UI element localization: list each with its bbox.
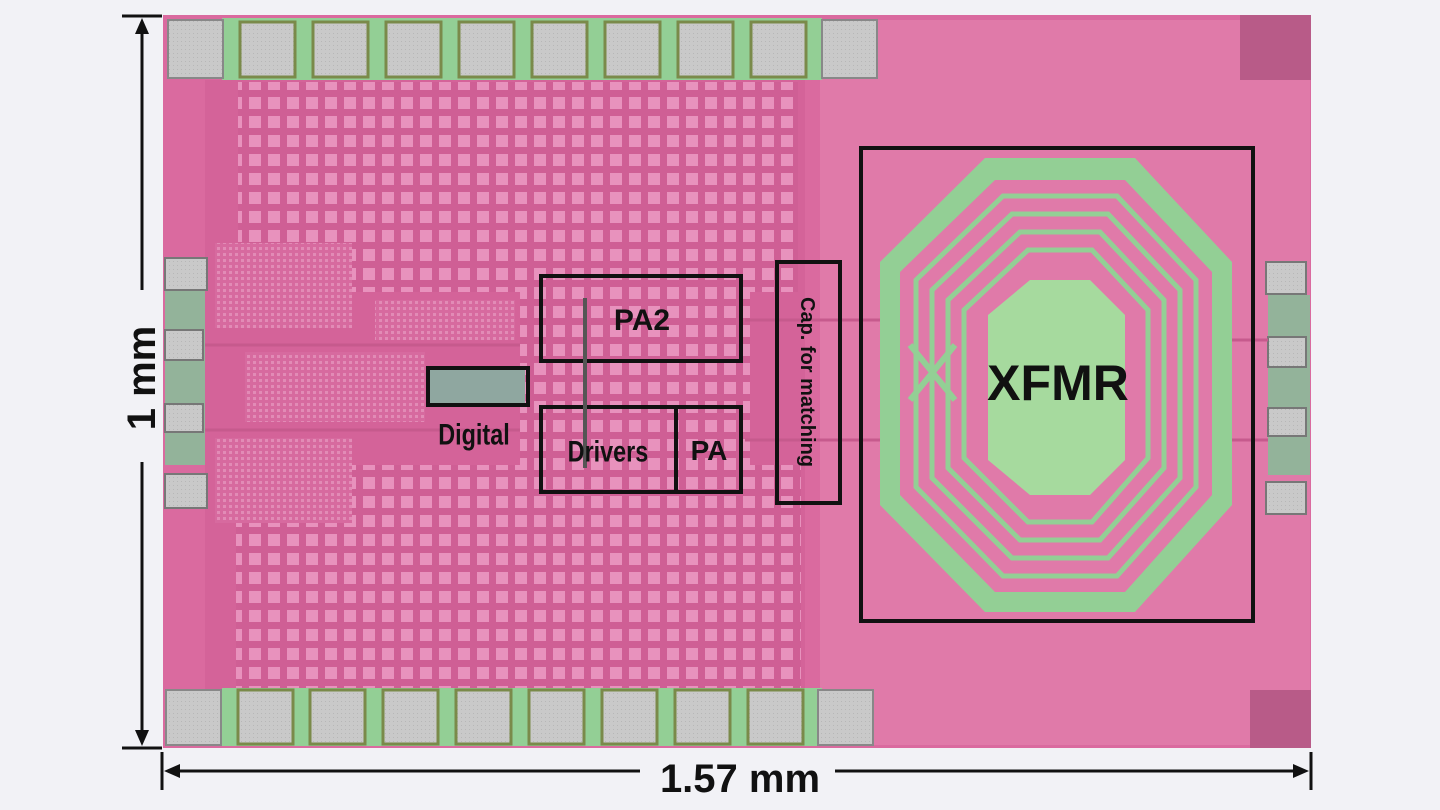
pad bbox=[821, 19, 878, 79]
pad bbox=[1267, 407, 1307, 437]
transformer-coil bbox=[880, 158, 1232, 612]
pad bbox=[603, 20, 662, 79]
pad bbox=[164, 403, 204, 433]
pad bbox=[530, 20, 589, 79]
pad bbox=[676, 20, 735, 79]
pad bbox=[600, 688, 659, 746]
right-pads bbox=[1265, 261, 1307, 515]
pad bbox=[164, 257, 208, 291]
pad bbox=[749, 20, 808, 79]
pad bbox=[164, 329, 204, 361]
pad bbox=[673, 688, 732, 746]
pad bbox=[384, 20, 443, 79]
height-dimension bbox=[122, 14, 162, 750]
pad bbox=[1265, 481, 1307, 515]
die-corner-mark-bottom bbox=[1250, 690, 1311, 748]
digital-box bbox=[426, 366, 530, 407]
die-corner-mark bbox=[1240, 15, 1311, 80]
height-label: 1 mm bbox=[120, 326, 164, 431]
pad bbox=[165, 689, 222, 746]
left-block-lower bbox=[215, 438, 352, 523]
left-pad-ring bbox=[165, 290, 205, 465]
pad bbox=[746, 688, 805, 746]
pad bbox=[164, 473, 208, 509]
digital-label: Digital bbox=[438, 418, 509, 451]
width-label: 1.57 mm bbox=[660, 757, 820, 801]
pa2-box bbox=[539, 274, 743, 363]
width-dimension bbox=[160, 752, 1313, 790]
pa-label: PA bbox=[691, 435, 728, 466]
pa2-label: PA2 bbox=[614, 304, 670, 337]
bottom-pads bbox=[165, 688, 874, 746]
pad bbox=[311, 20, 370, 79]
center-block bbox=[375, 300, 515, 340]
top-pads bbox=[167, 19, 878, 79]
xfmr-label: XFMR bbox=[987, 355, 1129, 411]
pad bbox=[236, 688, 295, 746]
pad bbox=[454, 688, 513, 746]
pa-box bbox=[674, 405, 743, 494]
right-pad-ring bbox=[1268, 295, 1310, 475]
xfmr-box bbox=[859, 146, 1255, 623]
mid-grid bbox=[520, 292, 750, 467]
pad bbox=[1265, 261, 1307, 295]
pad bbox=[238, 20, 297, 79]
pad bbox=[457, 20, 516, 79]
cap-matching-box bbox=[775, 260, 842, 505]
digital-cells bbox=[430, 370, 525, 403]
pad bbox=[308, 688, 367, 746]
routing-traces bbox=[205, 318, 1268, 442]
left-block-mid bbox=[245, 352, 425, 422]
pad bbox=[167, 19, 224, 79]
drivers-label: Drivers bbox=[568, 435, 649, 468]
left-pads bbox=[164, 257, 208, 509]
pad bbox=[817, 689, 874, 746]
pad bbox=[1267, 336, 1307, 368]
pad bbox=[527, 688, 586, 746]
annotation-boxes bbox=[426, 146, 1255, 623]
pad bbox=[381, 688, 440, 746]
cap-matching-label: Cap. for matching bbox=[796, 297, 818, 467]
left-block-upper bbox=[215, 243, 352, 328]
